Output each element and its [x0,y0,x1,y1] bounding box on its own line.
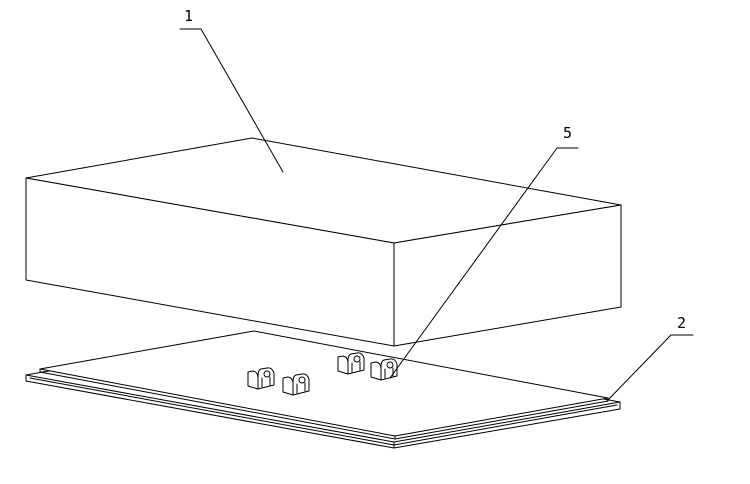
base-plate [25,330,621,449]
leader-2 [606,334,694,402]
clip-1 [247,367,275,390]
mounting-clips [247,352,398,396]
clip-3 [337,352,365,375]
clip-2 [282,373,310,396]
leader-lines [179,28,694,402]
cover-box [25,137,622,347]
callout-label-5: 5 [563,124,573,142]
callout-label-1: 1 [184,7,194,25]
clip-4 [370,358,398,381]
callout-label-2: 2 [677,314,687,332]
leader-5 [389,147,579,379]
leader-1 [179,28,284,173]
